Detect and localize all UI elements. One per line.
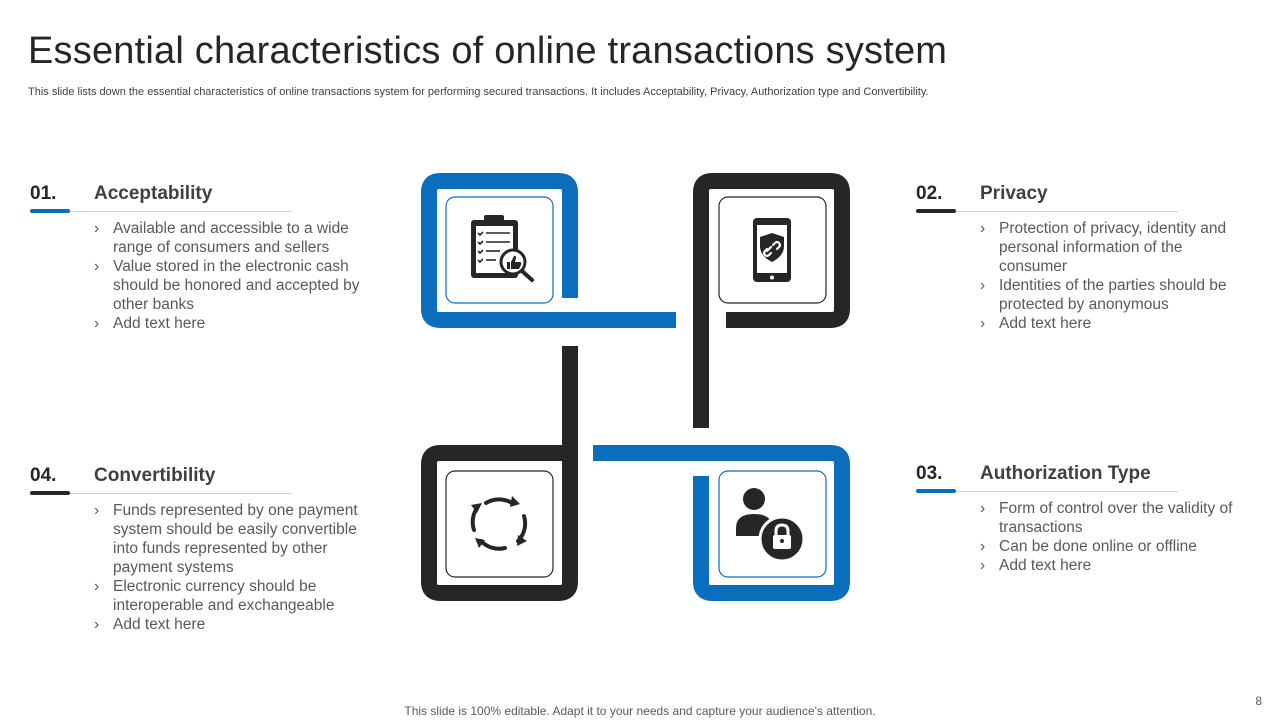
cycle-arrows-icon <box>470 496 528 551</box>
section-number: 01. <box>30 183 57 204</box>
bullet-item: Available and accessible to a wide range… <box>94 219 364 257</box>
slide-footer: This slide is 100% editable. Adapt it to… <box>404 704 876 718</box>
icon-box <box>445 470 554 578</box>
bullet-list: Funds represented by one payment system … <box>94 501 364 634</box>
section-title: Authorization Type <box>980 463 1151 484</box>
section-title: Acceptability <box>94 183 213 204</box>
section-number: 03. <box>916 463 943 484</box>
section-divider <box>30 211 292 212</box>
section-accent-bar <box>916 489 956 493</box>
section-divider <box>30 493 292 494</box>
bullet-item: Identities of the parties should be prot… <box>980 276 1230 314</box>
section-divider <box>916 491 1178 492</box>
user-lock-icon <box>736 488 806 563</box>
bullet-item: Add text here <box>980 314 1230 333</box>
bullet-item: Electronic currency should be interopera… <box>94 577 364 615</box>
frame-authorization-type <box>593 445 850 601</box>
frame-acceptability <box>421 173 676 328</box>
bullet-item: Add text here <box>94 314 364 333</box>
bullet-list: Available and accessible to a wide range… <box>94 219 364 333</box>
bullet-item: Funds represented by one payment system … <box>94 501 364 577</box>
frame-convertibility <box>421 346 578 601</box>
section-accent-bar <box>30 491 70 495</box>
bullet-item: Protection of privacy, identity and pers… <box>980 219 1230 276</box>
section-title: Convertibility <box>94 465 216 486</box>
bullet-item: Form of control over the validity of tra… <box>980 499 1240 537</box>
slide-title: Essential characteristics of online tran… <box>28 30 948 72</box>
clipboard-thumbs-up-icon <box>471 215 534 282</box>
section-title: Privacy <box>980 183 1048 204</box>
bullet-list: Form of control over the validity of tra… <box>980 499 1240 575</box>
bullet-item: Add text here <box>980 556 1240 575</box>
frame-privacy <box>693 173 850 428</box>
page-number: 8 <box>1255 694 1262 708</box>
section-accent-bar <box>30 209 70 213</box>
bullet-item: Add text here <box>94 615 364 634</box>
slide-subtitle: This slide lists down the essential char… <box>28 86 929 98</box>
section-number: 02. <box>916 183 943 204</box>
phone-shield-link-icon <box>753 218 791 282</box>
bullet-item: Can be done online or offline <box>980 537 1240 556</box>
section-divider <box>916 211 1178 212</box>
section-accent-bar <box>916 209 956 213</box>
section-number: 04. <box>30 465 57 486</box>
bullet-item: Value stored in the electronic cash shou… <box>94 257 364 314</box>
bullet-list: Protection of privacy, identity and pers… <box>980 219 1230 333</box>
